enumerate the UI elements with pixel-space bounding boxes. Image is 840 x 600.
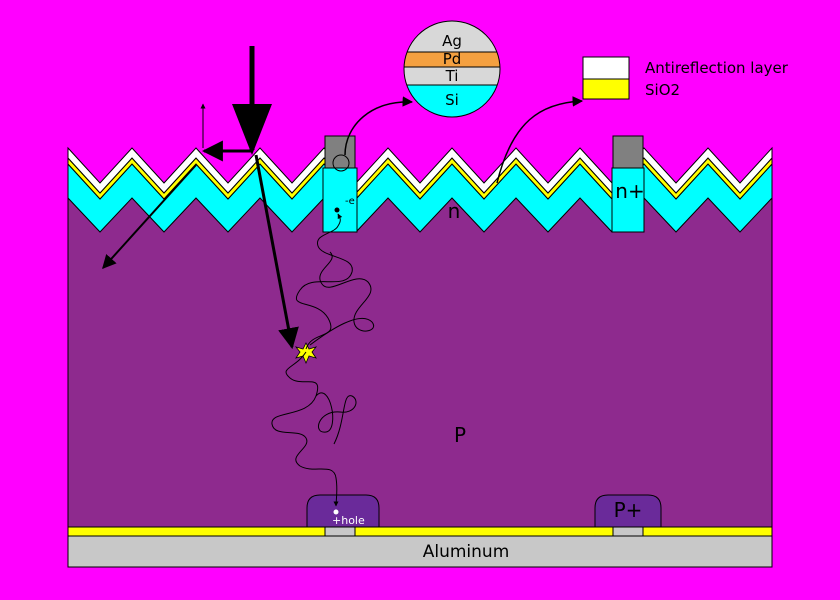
electron-path-loops: [309, 251, 375, 346]
electron-label: -e: [345, 196, 355, 207]
legend-label-antireflection: Antireflection layer: [645, 59, 789, 77]
contact-highlight-circle: [332, 154, 350, 172]
incident-light-arrowhead: [232, 104, 272, 155]
n-plus-region-label: n+: [615, 179, 644, 203]
front-contact-right: [612, 135, 644, 169]
stack-label-ti: Ti: [445, 67, 459, 85]
legend-pointer-arrow: [496, 96, 584, 184]
absorption-event-star: [294, 342, 318, 365]
scattered-ray-arrow: [102, 164, 197, 270]
electron-path: [296, 213, 353, 350]
aluminum-label: Aluminum: [423, 542, 510, 562]
n-region-label: n: [448, 199, 461, 223]
p-plus-region-right: [594, 494, 662, 528]
p-plus-region-label: P+: [614, 498, 643, 522]
front-contact-left: [324, 135, 356, 169]
stack-label-si: Si: [445, 91, 459, 109]
transmitted-ray-arrow: [254, 154, 299, 350]
hole-path-loops: [315, 392, 357, 445]
legend-label-sio2: SiO2: [645, 81, 680, 99]
aluminum-layer: [67, 535, 773, 568]
stack-label-pd: Pd: [443, 50, 462, 68]
contact-stack-detail: Ag Pd Ti Si: [403, 20, 501, 118]
rear-contact-right: [612, 526, 644, 537]
p-substrate: [67, 189, 773, 531]
hole-dot: [333, 509, 339, 515]
p-region-label: P: [454, 423, 466, 447]
electron-dot: [334, 207, 340, 213]
rear-contact-left: [324, 526, 356, 537]
legend-swatch-sio2: [582, 78, 630, 100]
stack-label-ag: Ag: [442, 32, 462, 50]
hole-label: +hole: [332, 514, 365, 527]
legend-swatch-antireflection: [582, 56, 630, 80]
hole-path: [271, 351, 339, 507]
rear-sio2-layer: [67, 526, 773, 537]
p-plus-region-left: [306, 494, 380, 528]
contact-detail-arrow: [344, 96, 414, 156]
